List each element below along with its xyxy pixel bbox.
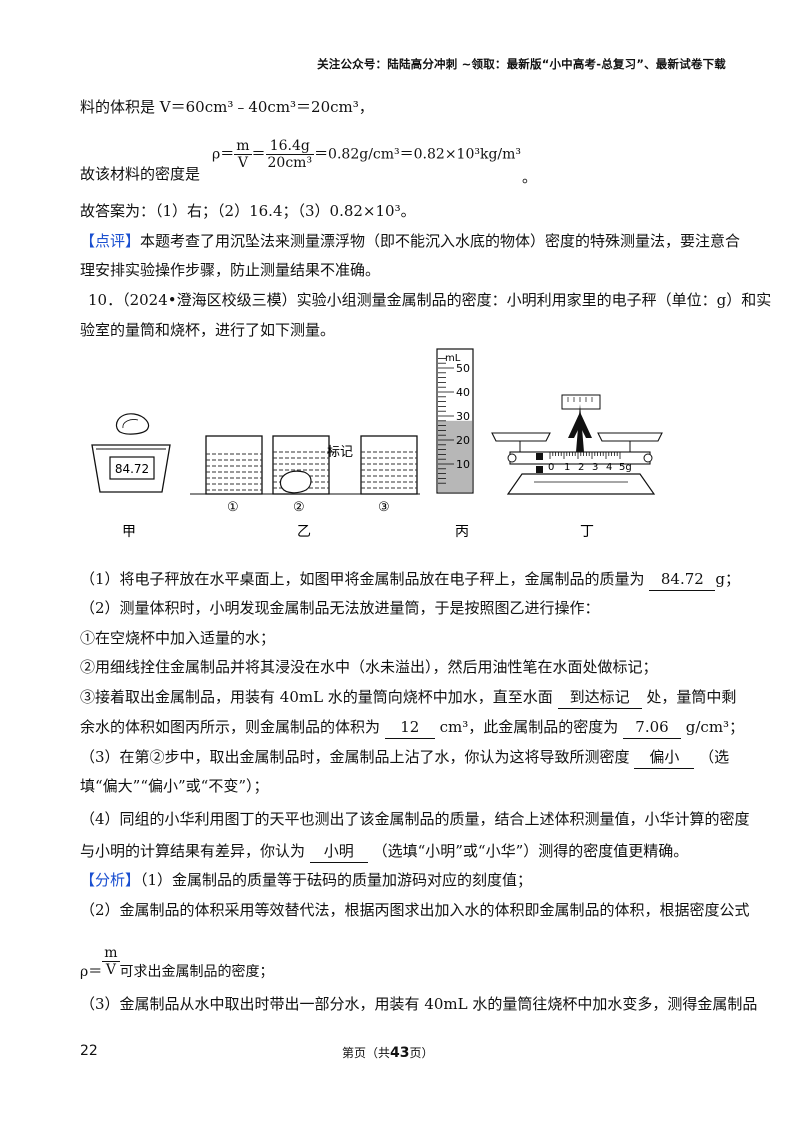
beaker-2 — [272, 435, 336, 495]
question-10-stem-2: 验室的量筒和烧杯，进行了如下测量。 — [80, 321, 336, 339]
part-3: （3）在第②步中，取出金属制品时，金属制品上沾了水，你认为这将导致所测密度 偏小… — [80, 746, 729, 769]
step-1: ①在空烧杯中加入适量的水； — [80, 629, 276, 647]
graduated-cylinder: mL 50 40 30 20 10 — [436, 348, 474, 494]
ruler-tick-0: 0 — [548, 462, 554, 473]
answer-line: 故答案为：（1）右；（2）16.4；（3）0.82×10³。 — [80, 202, 416, 220]
ruler-tick-3: 3 — [592, 462, 598, 473]
scale-reading: 84.72 — [115, 462, 149, 476]
density-line-prefix: 故该材料的密度是 — [80, 165, 201, 183]
experiment-figure: 84.72 标记 ① ② ③ — [91, 348, 663, 540]
caption-ding: 丁 — [580, 524, 594, 540]
beaker-label-3: ③ — [378, 500, 390, 515]
step-3: ③接着取出金属制品，用装有 40mL 水的量筒向烧杯中加水，直至水面 到达标记 … — [80, 686, 736, 709]
analysis-1: 【分析】（1）金属制品的质量等于砝码的质量加游码对应的刻度值； — [80, 871, 533, 889]
part-3-cont: 填“偏大”“偏小”或“不变”）； — [80, 777, 269, 795]
mark-label: 标记 — [327, 445, 353, 460]
beaker-label-1: ① — [227, 500, 239, 515]
answer-reach-mark: 到达标记 — [557, 686, 642, 709]
page-number: 22 — [80, 1043, 98, 1059]
part-2: （2）测量体积时，小明发现金属制品无法放进量筒，于是按照图乙进行操作： — [80, 599, 600, 617]
beaker-label-2: ② — [293, 500, 305, 515]
cylinder-tick-50: 50 — [456, 362, 470, 375]
review-tag: 【点评】 — [80, 232, 141, 250]
ruler-tick-2: 2 — [578, 462, 584, 473]
page-count: 第页（共43页） — [342, 1045, 434, 1061]
answer-mass: 84.72 — [649, 568, 716, 591]
volume-line: 料的体积是 V＝60cm³﹣40cm³＝20cm³， — [80, 98, 374, 116]
ruler-tick-4: 4 — [606, 462, 612, 473]
cylinder-unit: mL — [445, 353, 461, 364]
ruler-tick-1: 1 — [564, 462, 570, 473]
answer-volume: 12 — [384, 716, 435, 739]
step-3-cont: 余水的体积如图丙所示，则金属制品的体积为 12 cm³，此金属制品的密度为 7.… — [80, 716, 744, 739]
analysis-2: （2）金属制品的体积采用等效替代法，根据丙图求出加入水的体积即金属制品的体积，根… — [80, 901, 750, 919]
analysis-3: （3）金属制品从水中取出时带出一部分水，用装有 40mL 水的量筒往烧杯中加水变… — [80, 995, 758, 1013]
caption-bing: 丙 — [455, 524, 469, 540]
cylinder-tick-10: 10 — [456, 458, 470, 471]
beaker-1 — [205, 435, 263, 495]
cylinder-tick-30: 30 — [456, 410, 470, 423]
ruler-tick-5g: 5g — [619, 462, 632, 473]
beaker-3 — [360, 435, 418, 495]
part-4-cont: 与小明的计算结果有差异，你认为 小明 （选填“小明”或“小华”）测得的密度值更精… — [80, 840, 688, 863]
answer-density: 7.06 — [623, 716, 681, 739]
question-10-stem-1: 10．（2024•澄海区校级三模）实验小组测量金属制品的密度：小明利用家里的电子… — [88, 291, 772, 309]
review-line-1: 【点评】本题考查了用沉坠法来测量漂浮物（即不能沉入水底的物体）密度的特殊测量法，… — [80, 232, 741, 250]
analysis-tag: 【分析】 — [80, 871, 141, 889]
page-header: 关注公众号：陆陆高分冲刺 ~领取：最新版“小中高考-总复习”、最新试卷下载 — [317, 57, 726, 71]
review-line-2: 理安排实验操作步骤，防止测量结果不准确。 — [80, 261, 381, 279]
period: 。 — [522, 168, 538, 186]
cylinder-tick-40: 40 — [456, 386, 470, 399]
part-4: （4）同组的小华利用图丁的天平也测出了该金属制品的质量，结合上述体积测量值，小华… — [80, 810, 750, 828]
part-1: （1）将电子秤放在水平桌面上，如图甲将金属制品放在电子秤上，金属制品的质量为 8… — [80, 568, 740, 591]
answer-person: 小明 — [309, 840, 368, 863]
caption-jia: 甲 — [122, 524, 136, 540]
cylinder-water — [438, 420, 472, 492]
balance-scale: 0 1 2 3 4 5g — [491, 394, 663, 495]
answer-effect: 偏小 — [634, 746, 695, 769]
cylinder-tick-20: 20 — [456, 434, 470, 447]
electronic-scale: 84.72 — [91, 413, 171, 493]
step-2: ②用细线拴住金属制品并将其浸没在水中（水未溢出），然后用油性笔在水面处做标记； — [80, 658, 658, 676]
caption-yi: 乙 — [297, 524, 311, 540]
